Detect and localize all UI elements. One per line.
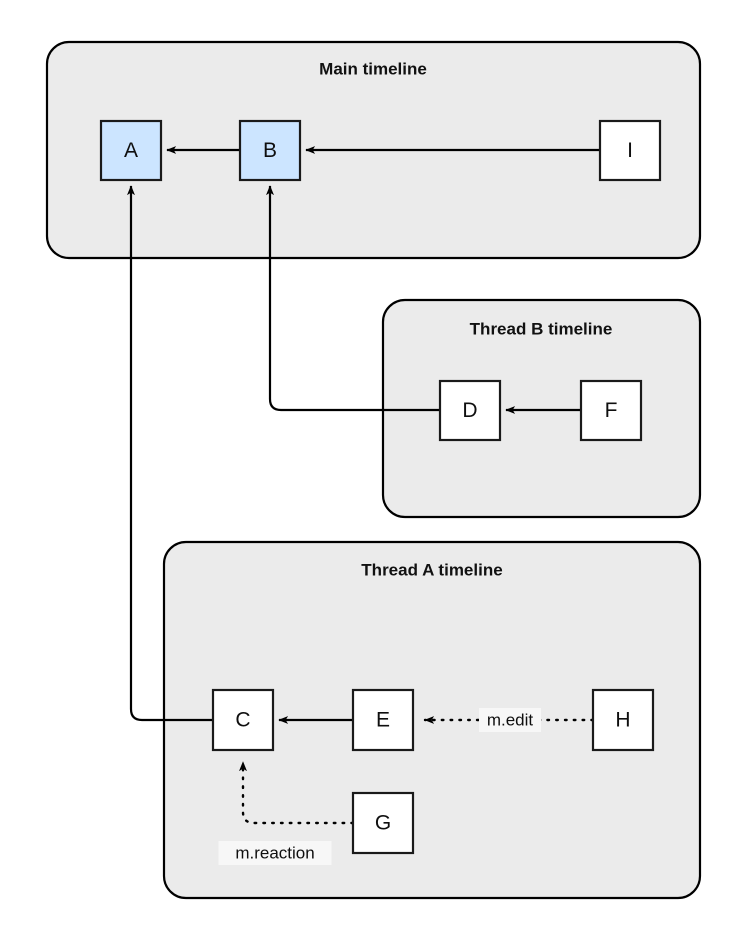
edge-label-bg-G-to-C bbox=[218, 841, 332, 865]
edge-G-to-C bbox=[239, 760, 355, 825]
node-box-F[interactable] bbox=[579, 379, 643, 442]
node-box-E[interactable] bbox=[351, 688, 415, 752]
node-label-D: D bbox=[462, 399, 477, 422]
node-C[interactable]: C bbox=[211, 688, 275, 752]
node-box-H[interactable] bbox=[591, 688, 655, 752]
edge-label-text-G-to-C: m.reaction bbox=[235, 843, 314, 862]
node-I[interactable]: I bbox=[598, 119, 662, 182]
node-box-D[interactable] bbox=[438, 379, 502, 442]
edge-label-bg-H-to-E bbox=[479, 708, 541, 732]
node-G[interactable]: G bbox=[351, 791, 415, 855]
node-group: A B I D F C E H G bbox=[99, 119, 662, 855]
container-title-thread-b: Thread B timeline bbox=[470, 319, 613, 338]
node-box-A[interactable] bbox=[99, 119, 163, 182]
edge-group bbox=[127, 146, 600, 825]
edge-label-G-to-C: m.reaction bbox=[218, 841, 332, 865]
node-F[interactable]: F bbox=[579, 379, 643, 442]
node-label-A: A bbox=[124, 139, 138, 162]
container-thread-b: Thread B timeline bbox=[381, 298, 702, 519]
node-E[interactable]: E bbox=[351, 688, 415, 752]
node-box-C[interactable] bbox=[211, 688, 275, 752]
edge-label-H-to-E: m.edit bbox=[479, 708, 541, 732]
node-label-F: F bbox=[605, 399, 618, 422]
node-box-I[interactable] bbox=[598, 119, 662, 182]
edge-D-to-B bbox=[266, 185, 440, 412]
edge-C-to-A bbox=[127, 185, 213, 722]
node-A[interactable]: A bbox=[99, 119, 163, 182]
node-label-E: E bbox=[376, 709, 390, 732]
node-B[interactable]: B bbox=[238, 119, 302, 182]
node-box-G[interactable] bbox=[351, 791, 415, 855]
node-label-B: B bbox=[263, 139, 277, 162]
node-label-H: H bbox=[615, 709, 630, 732]
node-label-G: G bbox=[375, 812, 391, 835]
node-box-B[interactable] bbox=[238, 119, 302, 182]
edge-label-text-H-to-E: m.edit bbox=[487, 710, 534, 729]
container-title-main: Main timeline bbox=[319, 59, 427, 78]
node-D[interactable]: D bbox=[438, 379, 502, 442]
edge-label-group: m.edit m.reaction bbox=[218, 708, 541, 865]
node-H[interactable]: H bbox=[591, 688, 655, 752]
container-box-thread-b bbox=[381, 298, 702, 519]
node-label-C: C bbox=[235, 709, 250, 732]
container-title-thread-a: Thread A timeline bbox=[361, 560, 502, 579]
node-label-I: I bbox=[627, 139, 633, 162]
